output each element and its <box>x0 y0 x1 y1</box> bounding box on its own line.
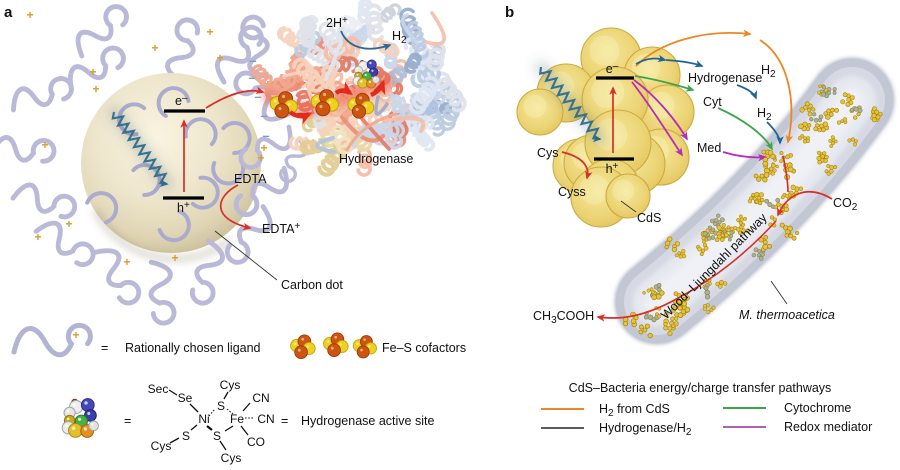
svg-text:–: – <box>262 128 269 143</box>
svg-text:CdS: CdS <box>637 211 661 225</box>
svg-text:+: + <box>206 25 213 39</box>
svg-text:CdS–Bacteria energy/charge tra: CdS–Bacteria energy/charge transfer path… <box>569 381 832 395</box>
svg-text:S: S <box>182 429 190 443</box>
svg-text:Hydrogenase active site: Hydrogenase active site <box>301 414 434 428</box>
svg-text:Sec: Sec <box>148 382 169 396</box>
svg-text:EDTA+: EDTA+ <box>262 221 300 236</box>
svg-text:+: + <box>257 151 264 165</box>
svg-text:=: = <box>124 414 131 428</box>
svg-text:EDTA: EDTA <box>234 172 267 186</box>
svg-text:=: = <box>281 414 288 428</box>
svg-text:+: + <box>72 328 79 342</box>
svg-text:Rationally chosen ligand: Rationally chosen ligand <box>125 341 261 355</box>
svg-text:Cyt: Cyt <box>703 95 722 109</box>
svg-text:Hydrogenase: Hydrogenase <box>339 152 413 166</box>
svg-text:+: + <box>171 251 178 265</box>
svg-text:Cys: Cys <box>151 439 172 453</box>
svg-text:Cyss: Cyss <box>558 185 586 199</box>
svg-text:–: – <box>248 70 255 85</box>
svg-text:CH3COOH: CH3COOH <box>533 309 594 326</box>
svg-text:Med: Med <box>697 141 721 155</box>
svg-text:CO: CO <box>247 435 265 449</box>
svg-text:+: + <box>65 217 72 231</box>
svg-text:+: + <box>34 230 41 244</box>
svg-text:+: + <box>216 51 223 65</box>
svg-text:b: b <box>505 4 514 21</box>
svg-text:Redox mediator: Redox mediator <box>784 420 872 434</box>
svg-text:Ni: Ni <box>198 412 209 426</box>
svg-text:a: a <box>4 4 13 21</box>
svg-text:Hydrogenase: Hydrogenase <box>688 71 762 85</box>
svg-text:Cys: Cys <box>220 378 241 392</box>
svg-text:+: + <box>41 138 48 152</box>
svg-text:–: – <box>260 108 267 123</box>
svg-text:M. thermoacetica: M. thermoacetica <box>739 308 835 322</box>
svg-text:–: – <box>254 89 261 104</box>
svg-text:S: S <box>213 429 221 443</box>
svg-text:CO2: CO2 <box>833 196 858 213</box>
svg-text:+: + <box>151 41 158 55</box>
svg-text:+: + <box>89 65 96 79</box>
svg-text:=: = <box>101 341 108 355</box>
svg-text:+: + <box>260 141 267 155</box>
svg-text:H2 from CdS: H2 from CdS <box>599 402 670 419</box>
svg-text:Fe: Fe <box>230 412 244 426</box>
svg-text:+: + <box>26 8 33 22</box>
svg-text:+: + <box>123 255 130 269</box>
svg-text:Carbon dot: Carbon dot <box>281 278 343 292</box>
svg-text:Cys: Cys <box>221 451 242 465</box>
svg-text:–: – <box>249 53 256 68</box>
svg-text:Fe–S cofactors: Fe–S cofactors <box>382 341 466 355</box>
svg-text:S: S <box>217 399 225 413</box>
svg-text:+: + <box>92 82 99 96</box>
svg-text:Se: Se <box>178 391 193 405</box>
svg-text:Hydrogenase/H2: Hydrogenase/H2 <box>599 421 692 438</box>
svg-text:Cytochrome: Cytochrome <box>784 401 851 415</box>
svg-text:CN: CN <box>252 391 269 405</box>
svg-text:CN: CN <box>257 412 274 426</box>
svg-text:Cys: Cys <box>537 146 559 160</box>
